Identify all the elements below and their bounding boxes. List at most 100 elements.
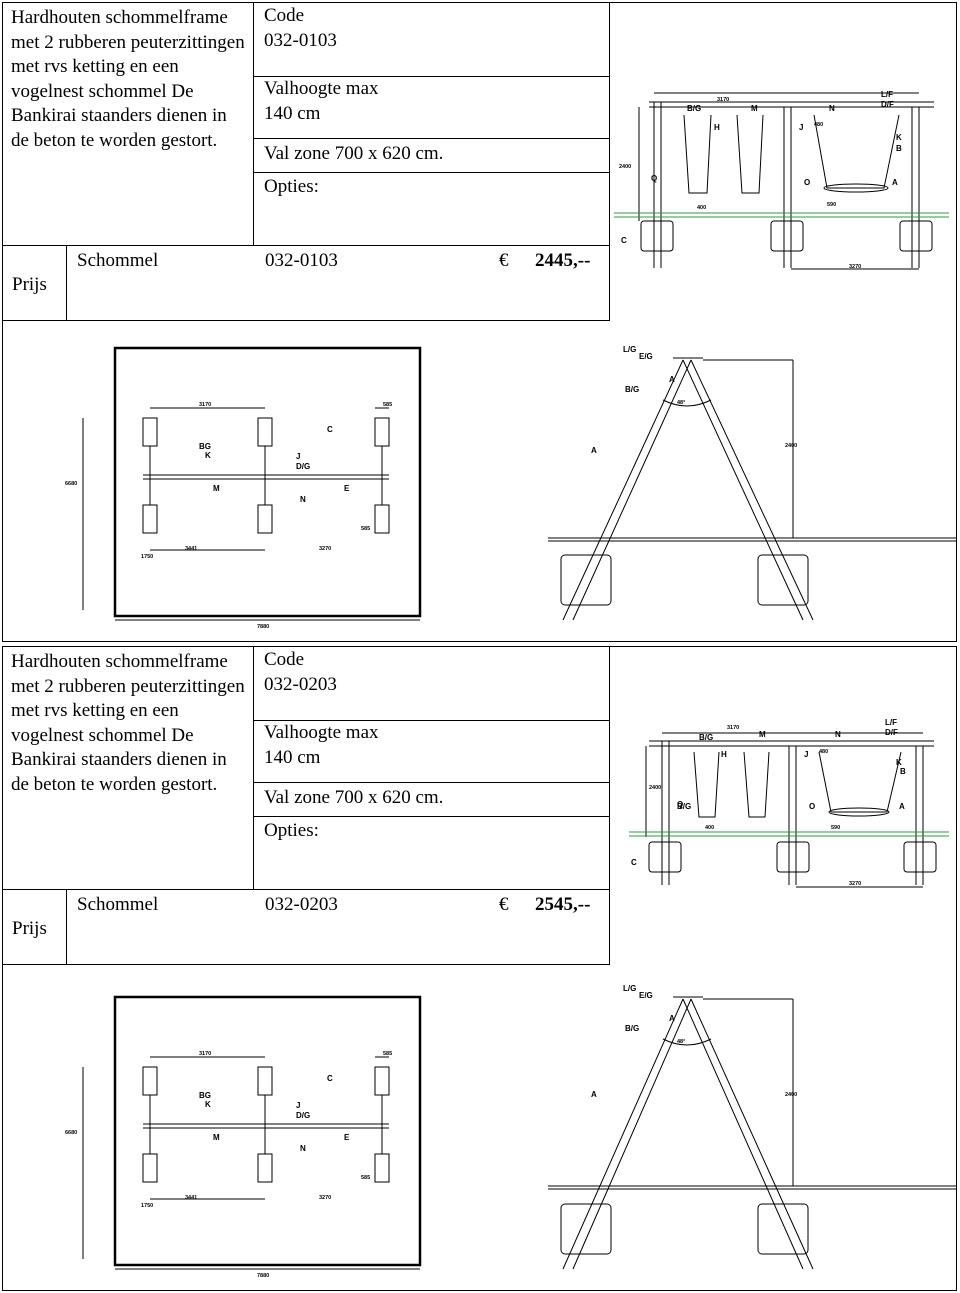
price-label: Prijs <box>12 274 47 295</box>
dim-seat: 400 <box>705 825 714 831</box>
label-bg2: B/G <box>677 802 691 811</box>
plan-dim-1750: 1750 <box>141 554 153 560</box>
fall-height-label: Valhoogte max <box>264 78 379 99</box>
plan-label-e: E <box>344 484 350 493</box>
dim-j: 480 <box>819 749 828 755</box>
options-label: Opties: <box>264 820 319 841</box>
label-bg: B/G <box>687 104 701 113</box>
label-k: K <box>896 133 902 142</box>
label-m: M <box>759 730 766 739</box>
label-lf: L/F <box>881 90 893 99</box>
plan-dim-total: 7880 <box>257 1273 269 1279</box>
swing-front-elevation-drawing: B/G M N L/F D/F H J K B B/G Q O A C 3170… <box>629 718 949 888</box>
plan-label-m: M <box>213 484 220 493</box>
item-row: Schommel 032-0103 € 2445,-- <box>66 245 610 321</box>
plan-label-c: C <box>327 425 333 434</box>
product-block-1: Hardhouten schommelframe met 2 rubberen … <box>2 2 957 642</box>
product-description: Hardhouten schommelframe met 2 rubberen … <box>2 646 254 889</box>
plan-label-k: K <box>205 451 211 460</box>
fall-height-cell: Valhoogte max 140 cm <box>253 720 610 782</box>
plan-dim-3441: 3441 <box>185 546 197 552</box>
plan-label-bg: BG <box>199 442 211 451</box>
swing-front-elevation-drawing: B/G M N L/F D/F H J K B Q O A C 3170 480… <box>614 90 949 270</box>
plan-dim-height: 6680 <box>65 481 77 487</box>
side-height: 2400 <box>785 1092 797 1098</box>
label-bg: B/G <box>699 733 713 742</box>
plan-label-k: K <box>205 1100 211 1109</box>
dim-nest: 590 <box>827 202 836 208</box>
code-value: 032-0203 <box>264 673 337 695</box>
item-name: Schommel <box>77 250 159 271</box>
label-a: A <box>899 802 905 811</box>
code-label: Code <box>264 649 305 670</box>
code-label: Code <box>264 5 305 26</box>
options-cell: Opties: <box>253 172 610 245</box>
dim-side: 2400 <box>649 785 661 791</box>
code-value: 032-0103 <box>264 29 337 51</box>
label-b: B <box>896 144 902 153</box>
dim-top: 3170 <box>717 97 729 103</box>
side-label-a: A <box>669 375 675 384</box>
side-label-a: A <box>669 1014 675 1023</box>
plan-label-j: J <box>296 452 300 461</box>
dim-base: 3270 <box>849 881 861 887</box>
plan-label-bg: BG <box>199 1091 211 1100</box>
label-j: J <box>804 750 808 759</box>
swing-plan-and-side-drawing: BG K J D/G M N E C L/G E/G A B/G A 3170 … <box>65 345 956 630</box>
product-block-2: Hardhouten schommelframe met 2 rubberen … <box>2 646 957 1291</box>
plan-label-dg: D/G <box>296 462 310 471</box>
side-label-eg: E/G <box>639 991 653 1000</box>
label-lf: L/F <box>885 718 897 727</box>
front-drawing-cell: B/G M N L/F D/F H J K B Q O A C 3170 480… <box>609 2 957 320</box>
label-m: M <box>751 104 758 113</box>
label-o: O <box>804 178 810 187</box>
front-drawing-cell: B/G M N L/F D/F H J K B B/G Q O A C 3170… <box>609 646 957 964</box>
plan-label-n: N <box>300 1144 306 1153</box>
fall-height-label: Valhoogte max <box>264 722 379 743</box>
plan-dim-585a: 585 <box>383 402 392 408</box>
code-cell: Code 032-0103 <box>253 2 610 77</box>
price-label: Prijs <box>12 918 47 939</box>
plan-dim-height: 6680 <box>65 1130 77 1136</box>
code-cell: Code 032-0203 <box>253 646 610 721</box>
plan-label-e: E <box>344 1133 350 1142</box>
dim-side: 2400 <box>619 164 631 170</box>
plan-dim-1750: 1750 <box>141 1203 153 1209</box>
plan-label-m: M <box>213 1133 220 1142</box>
side-label-a2: A <box>591 1090 597 1099</box>
currency: € <box>499 894 509 915</box>
plan-label-c: C <box>327 1074 333 1083</box>
label-df: D/F <box>881 100 894 109</box>
label-n: N <box>829 104 835 113</box>
dim-base: 3270 <box>849 264 861 270</box>
plan-dim-width: 3170 <box>199 1051 211 1057</box>
item-row: Schommel 032-0203 € 2545,-- <box>66 889 610 965</box>
swing-plan-and-side-drawing: BG K J D/G M N E C L/G E/G A B/G A 3170 … <box>65 984 956 1279</box>
dim-j: 480 <box>814 122 823 128</box>
item-name: Schommel <box>77 894 159 915</box>
item-code: 032-0103 <box>265 250 338 271</box>
fall-height-value: 140 cm <box>264 746 321 768</box>
fall-zone-value: Val zone 700 x 620 cm. <box>264 787 444 808</box>
plan-dim-3270: 3270 <box>319 1195 331 1201</box>
label-j: J <box>799 123 803 132</box>
label-c: C <box>621 236 627 245</box>
label-o: O <box>809 802 815 811</box>
side-angle: 48° <box>677 400 685 406</box>
dim-seat: 400 <box>697 205 706 211</box>
label-h: H <box>714 123 720 132</box>
label-h: H <box>721 750 727 759</box>
fall-zone-cell: Val zone 700 x 620 cm. <box>253 782 610 817</box>
fall-height-cell: Valhoogte max 140 cm <box>253 76 610 138</box>
item-code: 032-0203 <box>265 894 338 915</box>
dim-nest: 590 <box>831 825 840 831</box>
price-value: 2545,-- <box>535 894 591 915</box>
price-value: 2445,-- <box>535 250 591 271</box>
plan-dim-total: 7880 <box>257 624 269 630</box>
label-q: Q <box>677 800 683 809</box>
fall-zone-cell: Val zone 700 x 620 cm. <box>253 138 610 173</box>
label-n: N <box>835 730 841 739</box>
label-c: C <box>631 858 637 867</box>
price-label-cell: Prijs <box>2 889 67 965</box>
plan-label-dg: D/G <box>296 1111 310 1120</box>
